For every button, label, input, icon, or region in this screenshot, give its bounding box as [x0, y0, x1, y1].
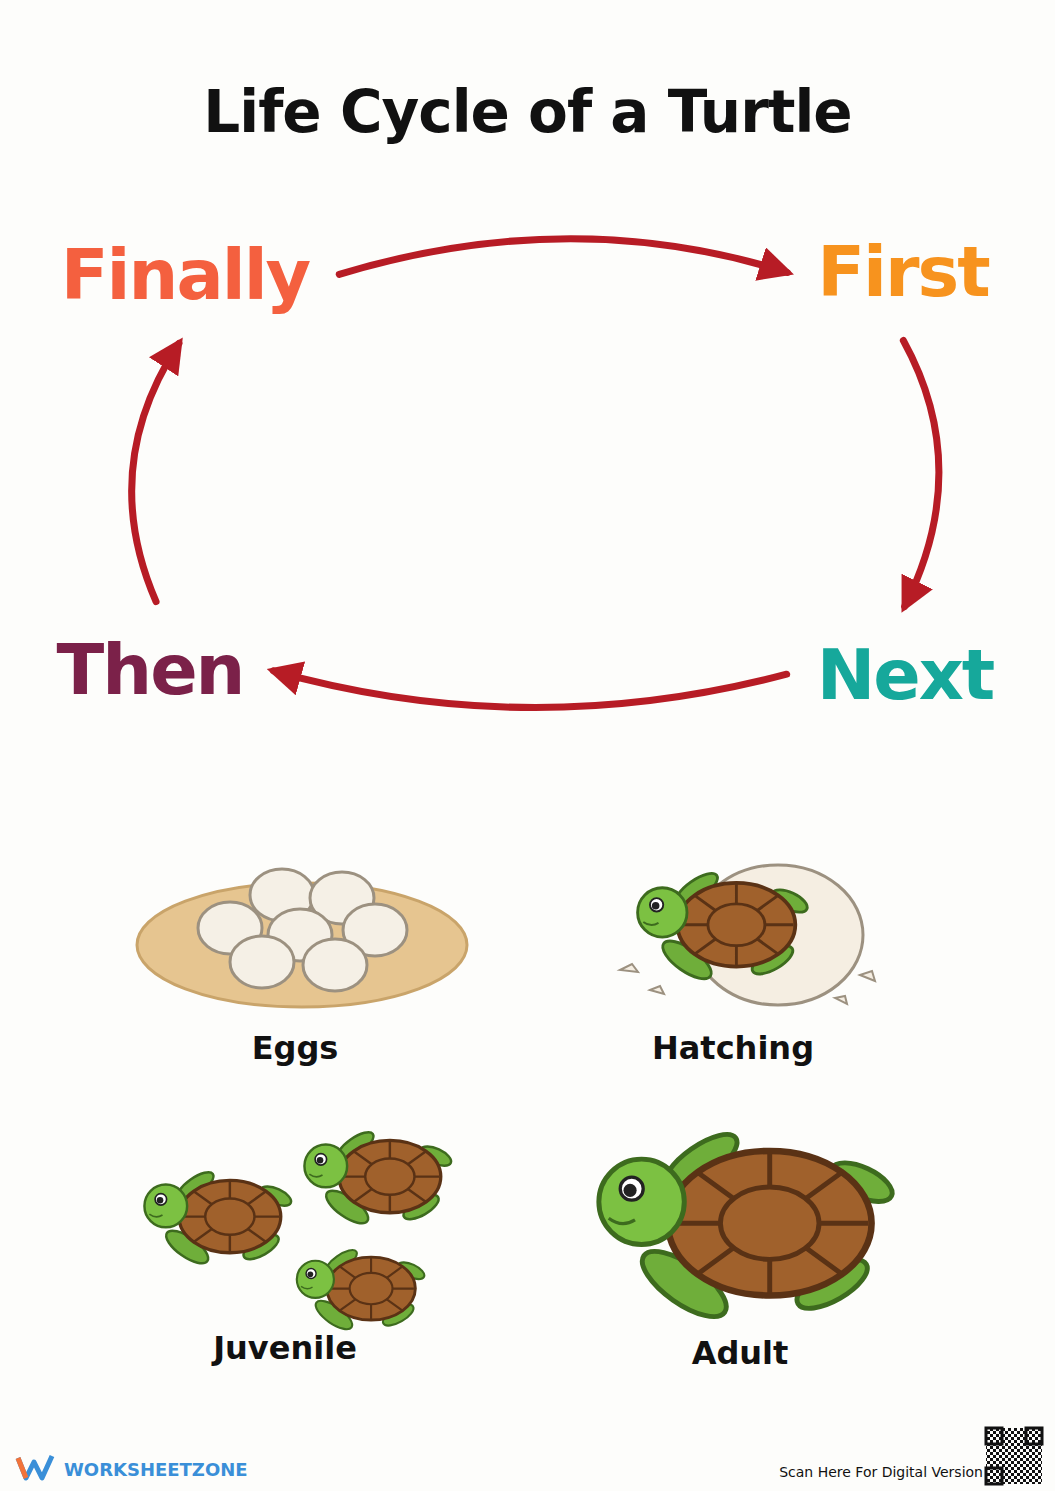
cycle-arrow [132, 343, 179, 601]
cycle-arrow [273, 671, 786, 708]
cycle-arrow [903, 340, 939, 606]
stage-caption: Eggs [252, 1029, 339, 1067]
stage-label: First [817, 234, 988, 311]
stage-word: Then [57, 632, 244, 709]
title: Life Cycle of a Turtle [0, 78, 1055, 146]
stage-label: Then [57, 632, 244, 709]
cycle-arrow [339, 239, 787, 275]
stage-word: First [817, 234, 988, 311]
stage-word: Next [817, 637, 994, 714]
stage-label: Finally [61, 237, 310, 314]
stage-caption: Hatching [652, 1029, 814, 1067]
stage-word: Finally [61, 237, 310, 314]
stage-caption: Adult [692, 1334, 789, 1372]
stage-label: Next [817, 637, 994, 714]
qr-note: Scan Here For Digital Version [779, 1464, 983, 1480]
brand-name: WORKSHEETZONE [64, 1459, 248, 1480]
stage-caption: Juvenile [213, 1329, 357, 1367]
